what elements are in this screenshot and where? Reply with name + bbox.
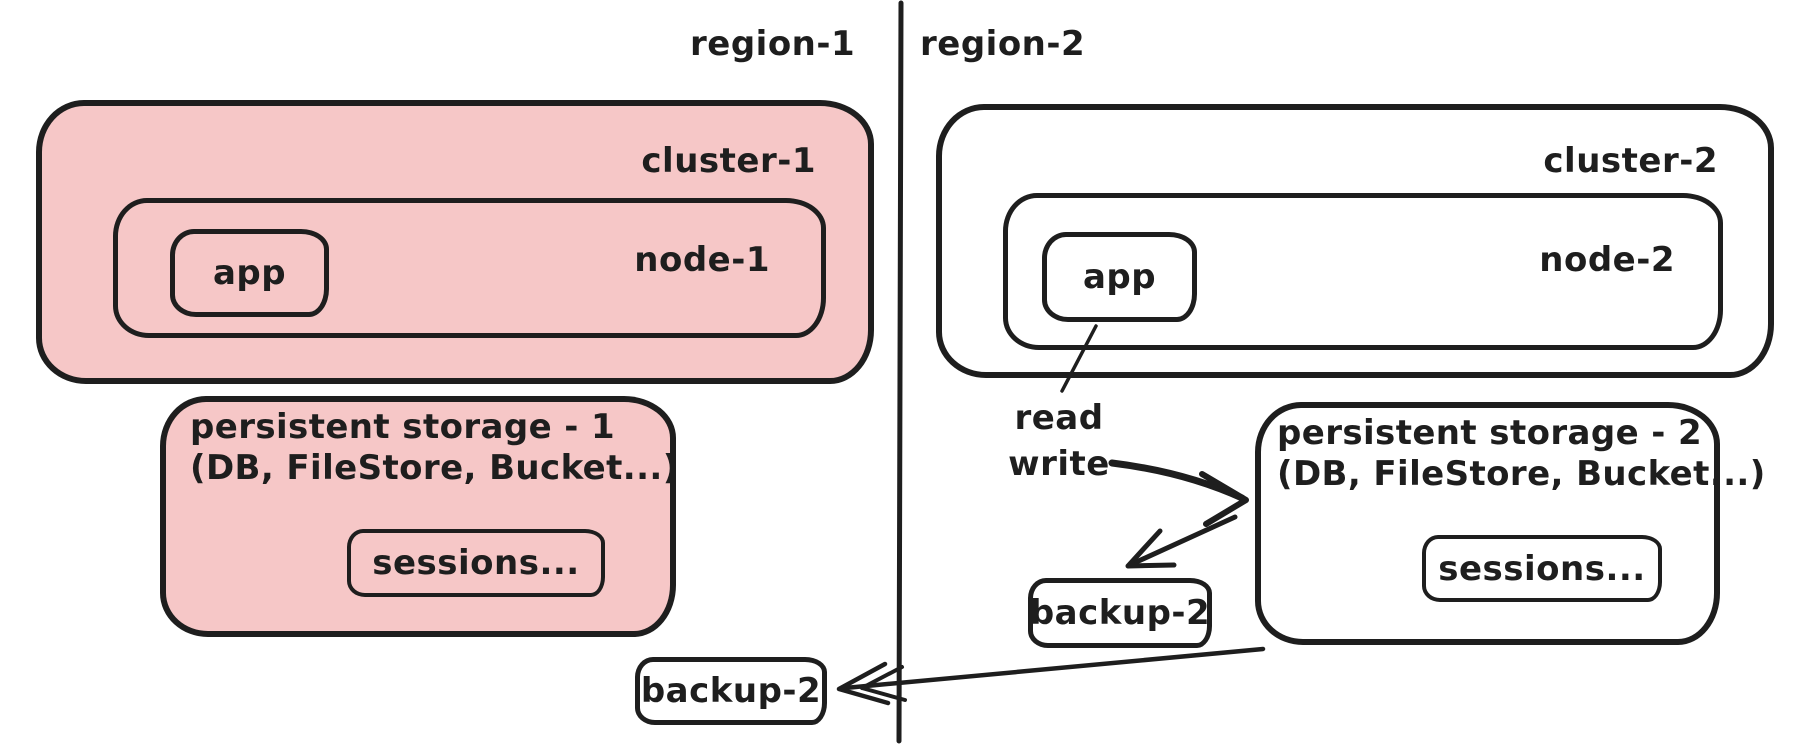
- arrow-shaft: [1129, 514, 1238, 567]
- arrow-shaft: [842, 646, 1266, 691]
- cluster-2-label: cluster-2: [1543, 141, 1718, 181]
- sessions-2-box: sessions...: [1422, 535, 1662, 602]
- cluster-2-box: cluster-2 node-2 app: [936, 104, 1774, 378]
- app-1-label: app: [212, 253, 287, 293]
- arrow-shaft: [1108, 459, 1246, 502]
- cluster-1-box: cluster-1 node-1 app: [36, 100, 874, 384]
- persistent-storage-1-text: persistent storage - 1 (DB, FileStore, B…: [190, 407, 679, 489]
- write-annotation: write: [1008, 444, 1110, 484]
- persistent-storage-1-box: persistent storage - 1 (DB, FileStore, B…: [160, 396, 679, 637]
- readwrite-to-storage2-arrow: [1108, 459, 1249, 527]
- storage2-to-remote-backup-arrow: [836, 646, 1266, 706]
- app-2-label: app: [1082, 257, 1157, 297]
- app-2-box: app: [1042, 232, 1197, 322]
- node-1-box: node-1 app: [113, 198, 826, 338]
- node-1-label: node-1: [634, 240, 770, 280]
- read-annotation: read: [1014, 398, 1104, 438]
- persistent-storage-2-text: persistent storage - 2 (DB, FileStore, B…: [1277, 413, 1766, 495]
- node-2-label: node-2: [1539, 240, 1675, 280]
- backup-2-local-label: backup-2: [1029, 593, 1211, 633]
- persistent-storage-2-box: persistent storage - 2 (DB, FileStore, B…: [1255, 402, 1765, 645]
- persistent-storage-2-title: persistent storage - 2: [1277, 413, 1703, 453]
- sessions-2-label: sessions...: [1438, 548, 1646, 589]
- persistent-storage-2-subtitle: (DB, FileStore, Bucket...): [1277, 454, 1766, 494]
- region-1-label: region-1: [690, 24, 856, 64]
- arrowhead-icon: [1125, 528, 1177, 569]
- persistent-storage-1-title: persistent storage - 1: [190, 407, 616, 447]
- backup-2-remote-label: backup-2: [640, 671, 822, 711]
- arrowhead-chevron-icon: [860, 665, 907, 702]
- storage2-to-local-backup-arrow: [1125, 514, 1238, 569]
- region-2-label: region-2: [920, 24, 1086, 64]
- backup-2-remote-box: backup-2: [635, 657, 827, 725]
- region-divider-line: [896, 0, 904, 744]
- cluster-1-label: cluster-1: [641, 141, 816, 181]
- sessions-1-box: sessions...: [347, 529, 605, 597]
- node-2-box: node-2 app: [1003, 193, 1723, 350]
- persistent-storage-1-subtitle: (DB, FileStore, Bucket...): [190, 448, 679, 488]
- arrowhead-icon: [836, 661, 891, 706]
- app-1-box: app: [170, 229, 329, 317]
- arrowhead-icon: [1199, 471, 1249, 527]
- backup-2-local-box: backup-2: [1028, 578, 1212, 648]
- sessions-1-label: sessions...: [372, 543, 580, 583]
